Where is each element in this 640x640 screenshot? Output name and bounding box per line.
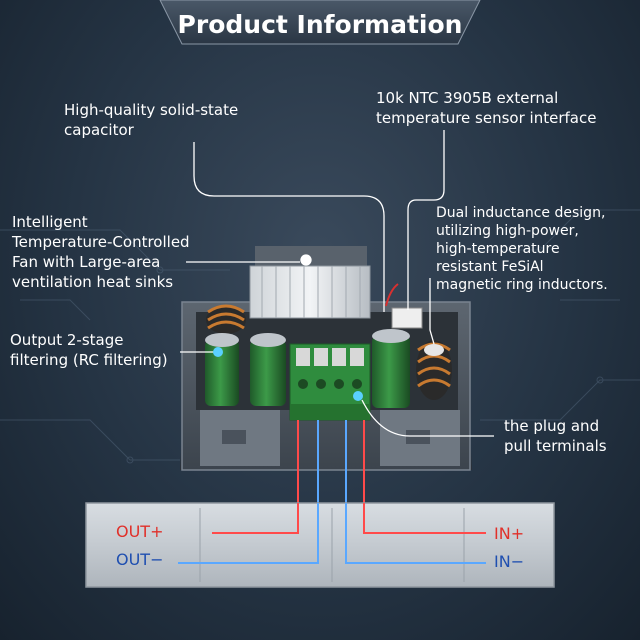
ntc-label: 10k NTC 3905B external temperature senso… [376, 89, 597, 127]
heat-sink [249, 265, 371, 319]
circuit-pattern [0, 209, 640, 464]
capacitor-label: High-quality solid-state capacitor [64, 101, 239, 139]
inductor-right [416, 340, 452, 400]
plug-terminal-block [289, 343, 371, 421]
in-plus-label: IN+ [494, 524, 525, 543]
fan-label: Intelligent Temperature-Controlled Fan w… [12, 213, 190, 291]
title-banner [159, 0, 481, 45]
filtering-label: Output 2-stage filtering (RC filtering) [10, 331, 168, 369]
ntc-connector [391, 307, 423, 329]
inductor-left [206, 304, 246, 334]
terminal-plate [85, 502, 555, 588]
capacitors [205, 329, 410, 408]
out-minus-label: OUT− [116, 550, 164, 569]
page-title: Product Information [177, 10, 463, 39]
out-plus-label: OUT+ [116, 522, 164, 541]
in-minus-label: IN− [494, 552, 525, 571]
callout-lines [180, 130, 494, 437]
terminals-label: the plug and pull terminals [504, 417, 607, 455]
inductance-label: Dual inductance design, utilizing high-p… [436, 205, 608, 293]
